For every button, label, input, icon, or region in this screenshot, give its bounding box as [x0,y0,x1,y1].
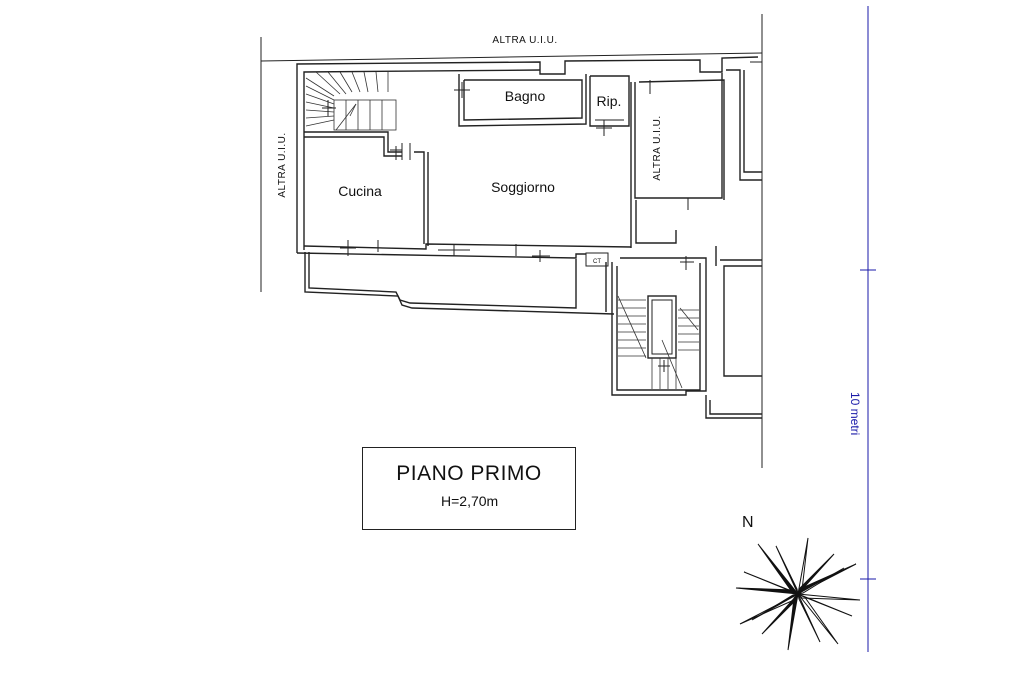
scale-label: 10 metri [848,392,862,436]
scale-bar [860,6,876,652]
room-label-bagno: Bagno [505,88,546,104]
ct-label: CT [593,259,601,265]
ceiling-height: H=2,70m [441,493,499,509]
north-label: N [742,514,754,531]
room-label-soggiorno: Soggiorno [491,179,555,195]
room-label-ripostiglio: Rip. [597,93,622,109]
top-boundary-line [260,52,763,62]
neighbor-label-top: ALTRA U.I.U. [492,35,557,46]
neighbor-label-right: ALTRA U.I.U. [652,115,663,180]
stair-treads [305,71,699,389]
room-label-cucina: Cucina [338,183,382,199]
apartment-walls [296,56,762,419]
door-ticks [322,61,762,372]
plan-title: PIANO PRIMO [396,462,542,485]
title-block: PIANO PRIMO H=2,70m [362,447,576,530]
neighbor-label-left: ALTRA U.I.U. [277,132,288,197]
compass-rose-icon [735,537,861,651]
